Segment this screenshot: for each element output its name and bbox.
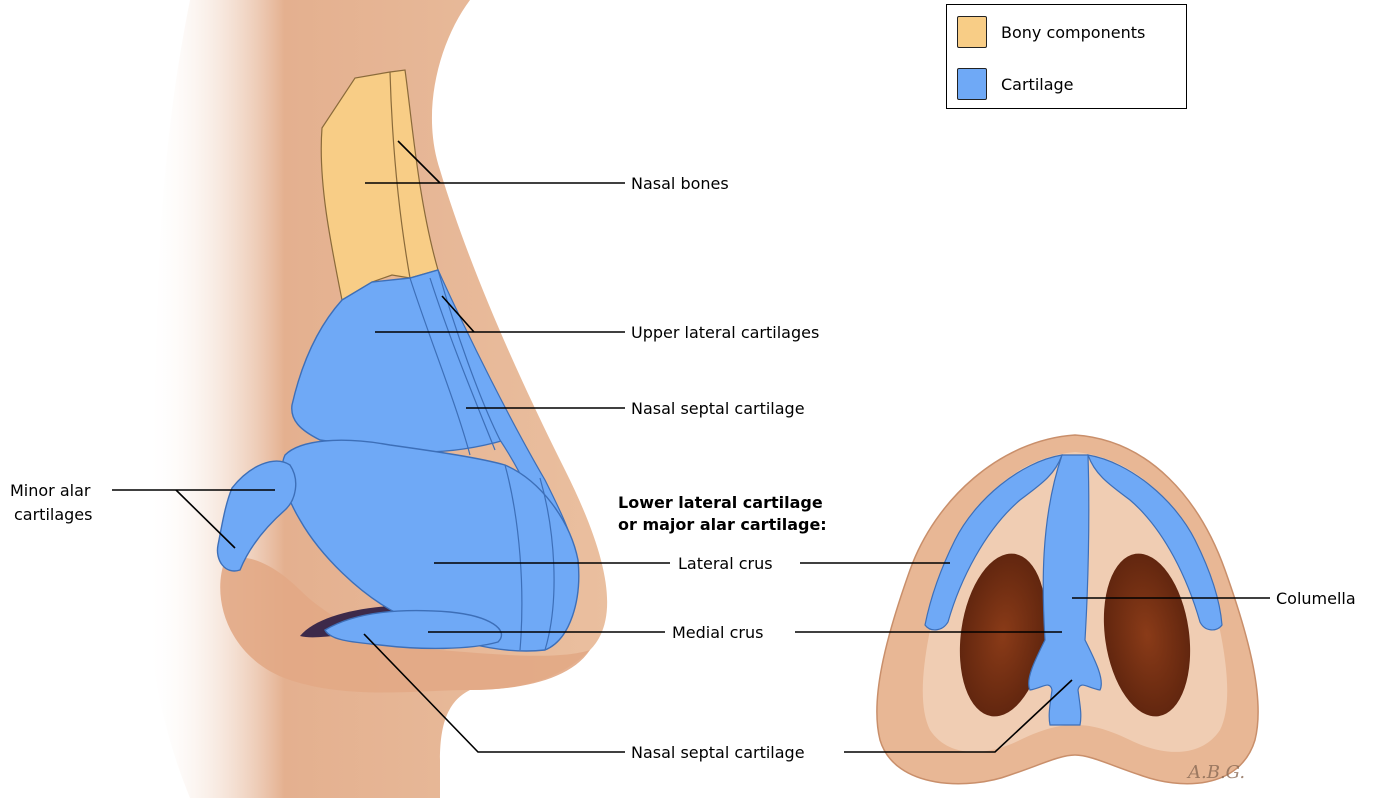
label-upper-lateral-cartilages: Upper lateral cartilages [631, 323, 819, 342]
legend: Bony components Cartilage [946, 4, 1187, 109]
label-medial-crus: Medial crus [672, 623, 763, 642]
label-columella: Columella [1276, 589, 1356, 608]
lateral-nose-view [146, 0, 607, 798]
label-lower-lateral-line1: Lower lateral cartilage [618, 493, 823, 512]
label-lateral-crus: Lateral crus [678, 554, 773, 573]
label-nasal-septal-cartilage-upper: Nasal septal cartilage [631, 399, 805, 418]
label-nasal-septal-cartilage-lower: Nasal septal cartilage [631, 743, 805, 762]
label-minor-alar-line1: Minor alar [10, 481, 91, 500]
legend-item-bony: Bony components [957, 14, 1145, 50]
label-minor-alar-line2: cartilages [14, 505, 92, 524]
legend-item-cartilage: Cartilage [957, 66, 1074, 102]
label-nasal-bones: Nasal bones [631, 174, 729, 193]
label-lower-lateral-line2: or major alar cartilage: [618, 515, 827, 534]
legend-swatch-bony [957, 16, 987, 48]
artist-signature: A.B.G. [1186, 762, 1245, 783]
legend-label-bony: Bony components [1001, 23, 1145, 42]
legend-label-cartilage: Cartilage [1001, 75, 1074, 94]
basal-nose-view [877, 435, 1258, 784]
legend-swatch-cartilage [957, 68, 987, 100]
